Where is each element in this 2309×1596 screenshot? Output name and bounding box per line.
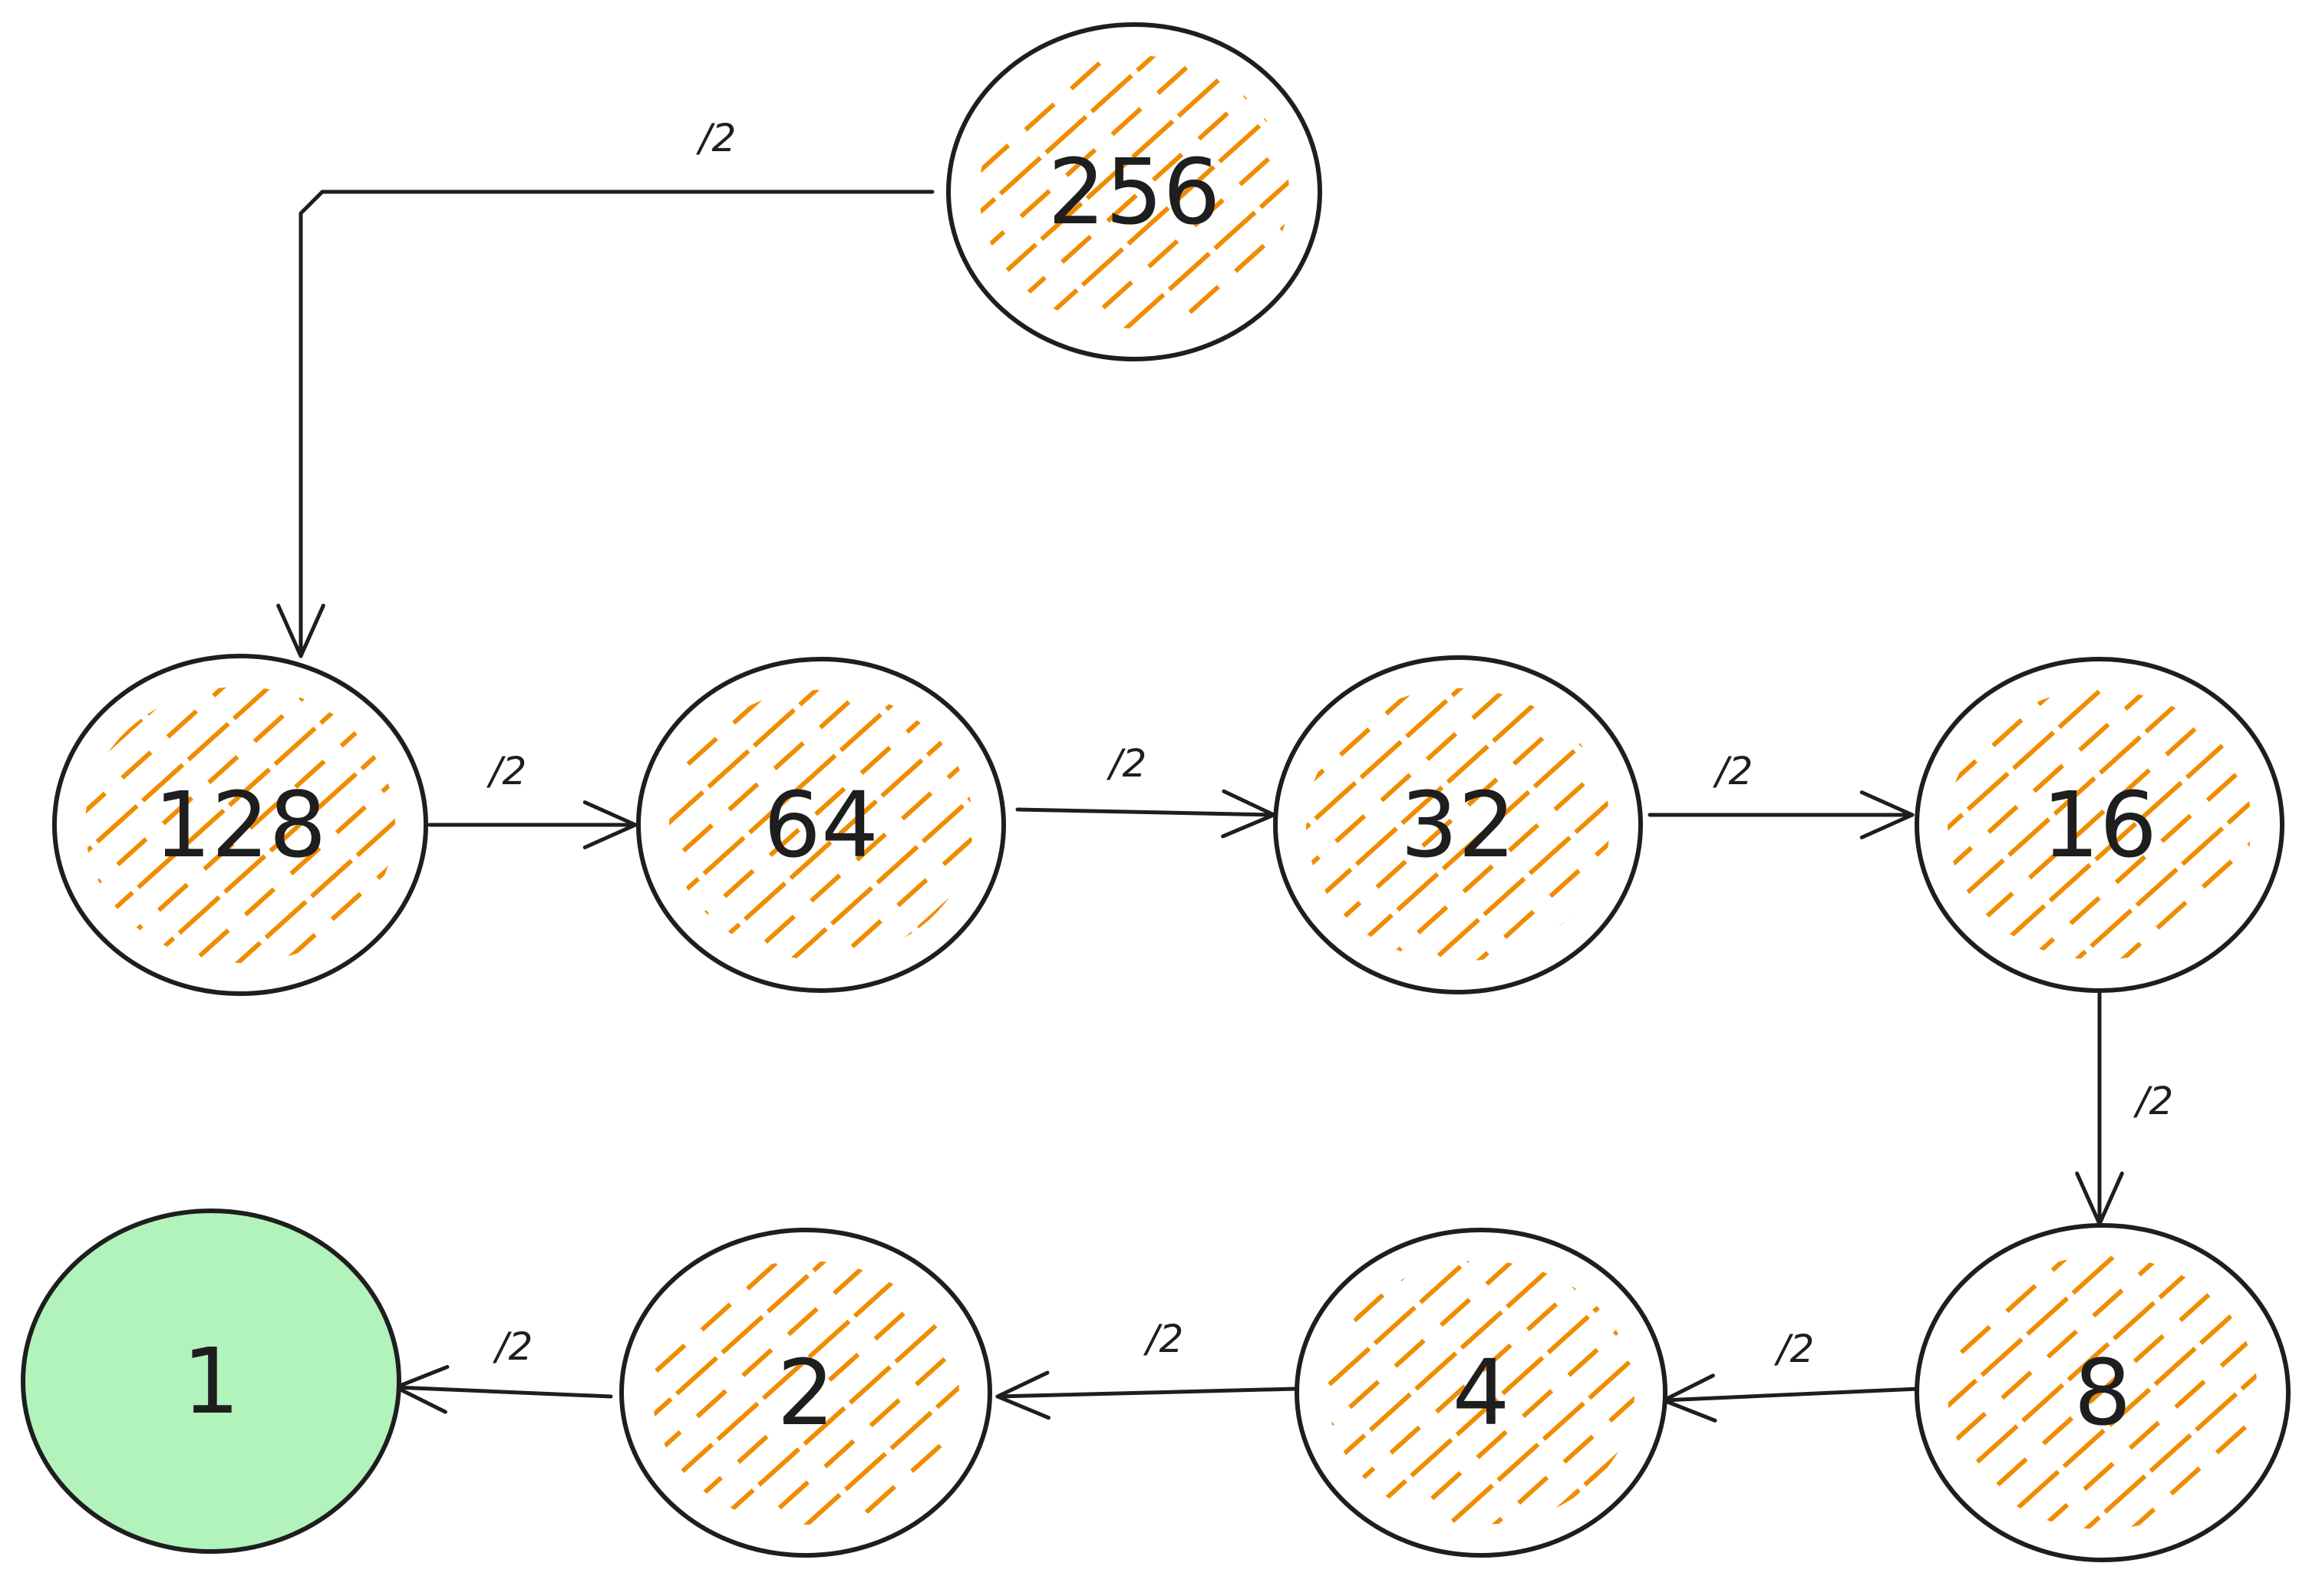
node-outline [21, 1209, 401, 1554]
node-32: 32 [1273, 655, 1643, 994]
node-hatch [979, 55, 1289, 328]
node-label: 32 [1400, 772, 1516, 878]
node-8: 8 [1915, 1223, 2291, 1562]
node-label: 64 [764, 772, 879, 878]
edge-n32-to-n16: /2 [1648, 749, 1915, 839]
edge-label: /2 [1713, 749, 1753, 793]
edges-layer: /2/2/2/2/2/2/2/2 [276, 116, 2174, 1423]
edge-n8-to-n4: /2 [1661, 1327, 1921, 1423]
edge-label: /2 [1143, 1317, 1184, 1361]
node-label: 4 [1452, 1340, 1509, 1446]
node-hatch [1948, 1256, 2258, 1529]
node-outline [619, 1228, 992, 1558]
node-outline [946, 22, 1322, 361]
edge-label: /2 [1107, 741, 1147, 786]
edge-n4-to-n2: /2 [995, 1317, 1298, 1420]
edge-label: /2 [1774, 1327, 1815, 1371]
node-label: 8 [2073, 1340, 2131, 1446]
edge-n64-to-n32: /2 [1015, 741, 1276, 839]
node-outline [52, 654, 428, 996]
node-hatch [1306, 688, 1610, 961]
edge-n16-to-n8: /2 [2075, 991, 2174, 1226]
node-hatch [85, 687, 395, 963]
edge-n2-to-n1: /2 [394, 1324, 613, 1414]
node-fill [23, 1211, 399, 1551]
edge-label: /2 [2133, 1079, 2174, 1123]
node-hatch [1948, 690, 2251, 960]
arrowhead-icon [276, 603, 325, 658]
node-outline [1915, 657, 2284, 993]
node-1: 1 [21, 1209, 401, 1554]
nodes-layer: 256 128 64 32 16 8 4 2 1 [21, 22, 2291, 1562]
node-16: 16 [1915, 657, 2284, 993]
node-outline [1295, 1228, 1667, 1558]
node-label: 1 [182, 1328, 239, 1434]
node-outline [636, 657, 1006, 993]
node-label: 256 [1047, 139, 1220, 245]
node-hatch [1328, 1261, 1634, 1525]
node-label: 128 [153, 772, 326, 878]
node-2: 2 [619, 1228, 992, 1558]
edge-label: /2 [696, 116, 737, 160]
node-hatch [652, 1261, 959, 1525]
node-label: 16 [2042, 772, 2157, 878]
edge-line [299, 190, 935, 658]
edge-line [995, 1387, 1298, 1399]
node-hatch [669, 690, 973, 960]
edge-label: /2 [493, 1324, 533, 1369]
node-64: 64 [636, 657, 1006, 993]
edge-line [394, 1385, 613, 1399]
node-outline [1273, 655, 1643, 994]
arrowhead-icon [1859, 790, 1915, 839]
node-256: 256 [946, 22, 1322, 361]
node-128: 128 [52, 654, 428, 996]
edge-n256-to-n128: /2 [276, 116, 935, 658]
edge-n128-to-n64: /2 [427, 749, 638, 849]
edge-line [1015, 807, 1276, 817]
node-outline [1915, 1223, 2291, 1562]
arrowhead-icon [995, 1370, 1051, 1420]
arrowhead-icon [582, 800, 638, 849]
edge-label: /2 [487, 749, 527, 793]
node-label: 2 [777, 1340, 834, 1446]
edge-line [1661, 1387, 1921, 1403]
node-4: 4 [1295, 1228, 1667, 1558]
